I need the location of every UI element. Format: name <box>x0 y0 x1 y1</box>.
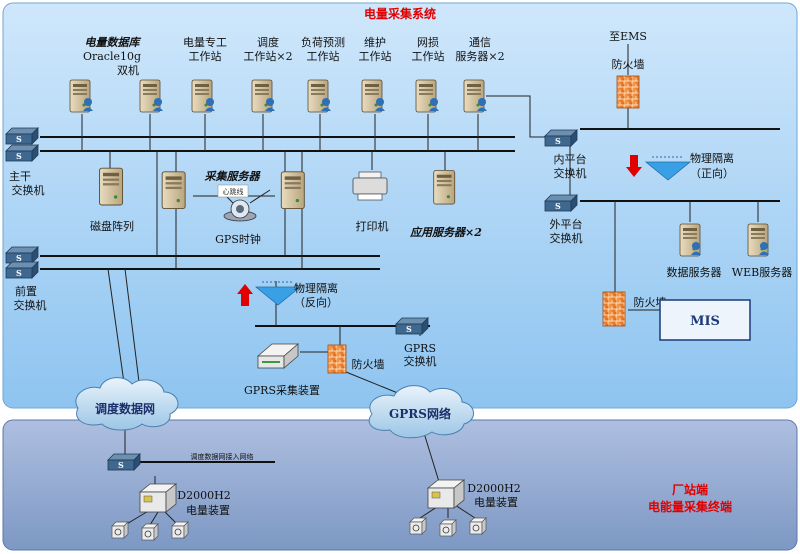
meter-icon-6 <box>469 517 487 535</box>
terminal-left-icon <box>138 483 178 513</box>
gps-clock-icon <box>223 199 257 222</box>
app-server-icon <box>433 169 456 205</box>
maint-label-1: 维护 <box>364 35 386 49</box>
printer-icon <box>352 171 388 201</box>
terminal-left-desc: 电量装置 <box>186 504 230 517</box>
gprs-switch-label-1: GPRS <box>404 342 436 355</box>
meter-icon-4 <box>409 517 427 535</box>
outer-switch-icon <box>544 194 578 212</box>
isolation-forward-icon <box>644 156 692 181</box>
main-switch-label-2: 交换机 <box>12 183 45 197</box>
terminal-right-icon <box>426 479 466 509</box>
outer-switch-label-1: 外平台 <box>550 217 583 231</box>
gprs-device-label: GPRS采集装置 <box>244 383 320 397</box>
outer-switch-label-2: 交换机 <box>550 231 583 245</box>
gprs-net-label: GPRS网络 <box>389 406 451 421</box>
printer-label: 打印机 <box>356 219 389 233</box>
arrow-up-icon <box>237 284 253 306</box>
collect-server-right-icon <box>280 171 305 210</box>
front-switch-icon <box>5 246 39 279</box>
web-server-label: WEB服务器 <box>732 266 792 279</box>
isolation-forward-label-1: 物理隔离 <box>690 151 734 165</box>
gprs-net-cloud <box>368 385 474 439</box>
maintenance-workstation <box>361 79 385 113</box>
load-label-2: 工作站 <box>307 49 340 63</box>
station-title-2: 电能量采集终端 <box>648 499 732 514</box>
terminal-right-desc: 电量装置 <box>474 496 518 509</box>
loss-label-2: 工作站 <box>412 49 445 63</box>
collect-server-label: 采集服务器 <box>205 170 262 183</box>
meter-icon-5 <box>439 519 457 537</box>
db-label-1: 电量数据库 <box>85 36 142 49</box>
meter-icon-3 <box>171 521 189 539</box>
ems-firewall-label: 防火墙 <box>612 57 645 71</box>
gps-clock-label: GPS时钟 <box>215 232 261 246</box>
isolation-reverse-label-1: 物理隔离 <box>294 281 338 295</box>
load-label-1: 负荷预测 <box>301 35 345 49</box>
terminal-right-model: D2000H2 <box>467 482 520 495</box>
arrow-down-icon <box>626 155 642 177</box>
inner-switch-icon <box>544 129 578 147</box>
comm-server <box>463 79 487 113</box>
mis-firewall-label: 防火墙 <box>634 295 667 309</box>
gprs-device-icon <box>256 343 300 369</box>
ems-label: 至EMS <box>609 30 647 43</box>
loss-workstation <box>415 79 439 113</box>
dispatch-net-cloud <box>75 377 179 431</box>
front-switch-label-1: 前置 <box>15 284 37 298</box>
db-label-3: 双机 <box>117 63 139 77</box>
meter-icon <box>111 521 129 539</box>
maint-label-2: 工作站 <box>359 49 392 63</box>
station-title-1: 厂站端 <box>672 482 708 497</box>
disk-array-label: 磁盘阵列 <box>90 219 134 233</box>
energy-workstation <box>191 79 215 113</box>
db-server <box>69 79 93 113</box>
access-net-label: 调度数据网接入网络 <box>191 452 254 461</box>
terminal-left-model: D2000H2 <box>177 489 230 502</box>
cable-note-box <box>217 184 249 198</box>
comm-label-1: 通信 <box>469 36 491 49</box>
mis-label: MIS <box>690 314 720 329</box>
main-switch-label-1: 主干 <box>9 170 31 183</box>
ems-firewall-icon <box>616 75 640 109</box>
dispatch-workstation <box>251 79 275 113</box>
gprs-firewall-label: 防火墙 <box>352 357 385 371</box>
gprs-switch-label-2: 交换机 <box>404 354 437 368</box>
disk-array-icon <box>98 167 124 206</box>
db-server-2 <box>139 79 163 113</box>
dispatch-label-2: 工作站×2 <box>243 49 292 63</box>
data-server-label: 数据服务器 <box>667 265 722 279</box>
load-forecast-workstation <box>307 79 331 113</box>
dispatch-label-1: 调度 <box>257 35 279 49</box>
inner-switch-label-2: 交换机 <box>554 166 587 180</box>
mis-box <box>659 299 751 341</box>
data-server-icon <box>679 223 701 257</box>
gprs-switch-icon <box>395 317 429 335</box>
db-label-2: Oracle10g <box>83 50 141 63</box>
system-title: 电量采集系统 <box>364 6 436 21</box>
energy-label-2: 工作站 <box>189 49 222 63</box>
meter-icon-2 <box>141 523 159 541</box>
dispatch-net-label: 调度数据网 <box>95 401 155 416</box>
mis-firewall-icon <box>602 291 626 327</box>
cable-note: 心跳线 <box>223 187 244 196</box>
collect-server-left-icon <box>161 171 186 210</box>
inner-switch-label-1: 内平台 <box>554 152 587 166</box>
energy-label-1: 电量专工 <box>183 35 227 49</box>
isolation-reverse-icon <box>254 281 302 306</box>
loss-label-1: 网损 <box>417 35 439 49</box>
isolation-forward-label-2: （正向） <box>690 166 734 180</box>
access-switch-icon <box>107 453 141 471</box>
gprs-firewall-icon <box>327 344 347 374</box>
web-server-icon <box>747 223 769 257</box>
app-server-label: 应用服务器×2 <box>409 226 482 239</box>
comm-label-2: 服务器×2 <box>455 50 504 63</box>
isolation-reverse-label-2: （反向） <box>294 295 338 309</box>
front-switch-label-2: 交换机 <box>14 298 47 312</box>
